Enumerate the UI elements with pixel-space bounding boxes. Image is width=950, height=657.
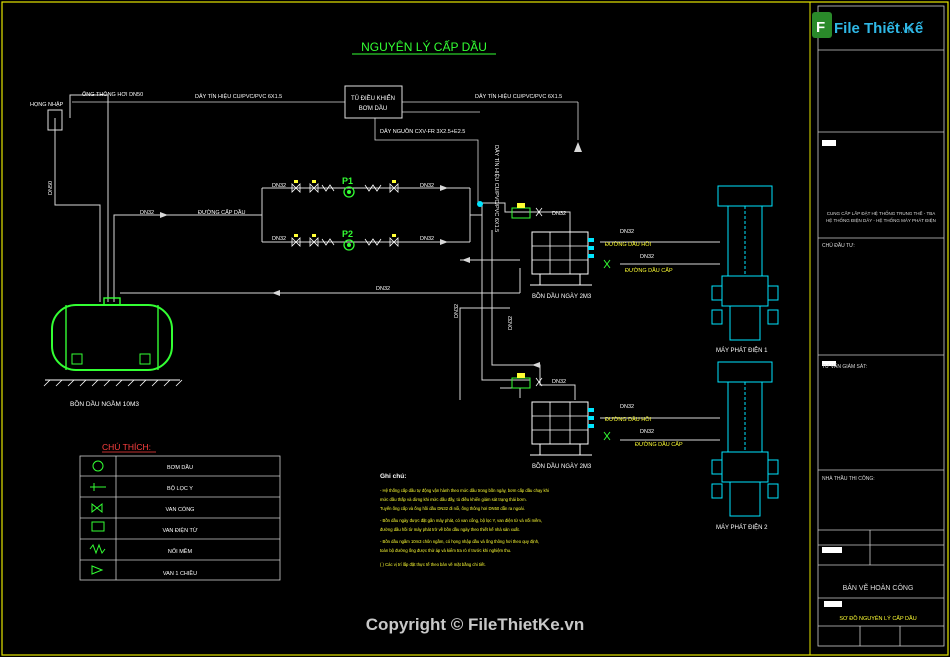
tb-supervisor-label: TƯ VẤN GIÁM SÁT: <box>822 363 867 370</box>
tb-owner-label: CHỦ ĐẦU TƯ: <box>822 242 855 249</box>
label-p1: P1 <box>342 176 353 186</box>
label-dn32-l: DN32 <box>640 429 654 435</box>
note-line-4: - Bồn dầu ngày được đặt gần máy phát, có… <box>380 518 542 523</box>
legend-title: CHÚ THÍCH: <box>102 442 151 452</box>
label-dn32-g: DN32 <box>552 211 566 217</box>
note-line-5: đường dầu hồi từ máy phát trở về bồn dầu… <box>380 527 520 532</box>
legend-item-pump: BƠM DẦU <box>167 464 193 471</box>
pump-p1 <box>343 186 355 198</box>
label-dn32-m: DN32 <box>454 304 460 318</box>
tb-mark-4 <box>824 601 842 607</box>
pump-line-valves <box>291 183 399 247</box>
tb-mark-2 <box>822 361 836 366</box>
generator-2 <box>711 361 779 517</box>
valve-handles <box>294 180 396 237</box>
label-dn32-e: DN32 <box>420 236 434 242</box>
tb-drawing-type: BẢN VẼ HOÀN CÔNG <box>843 583 914 592</box>
label-dn32-b: DN32 <box>272 183 286 189</box>
label-dn32-i: DN32 <box>640 254 654 260</box>
label-dn32-n: DN32 <box>508 316 514 330</box>
legend-table <box>79 455 281 581</box>
label-dn32-d: DN32 <box>272 236 286 242</box>
label-signal-left: DÂY TÍN HIỆU CU/PVC/PVC 6X1.5 <box>195 92 282 100</box>
pump-p2-core <box>347 243 351 247</box>
fill-point <box>47 109 63 131</box>
panel-label-2: BƠM DẦU <box>359 105 387 112</box>
generator-1 <box>711 185 779 341</box>
tb-mark-1 <box>822 140 836 146</box>
label-dn32-a: DN32 <box>140 210 154 216</box>
tb-drawing-name: SƠ ĐỒ NGUYÊN LÝ CẤP DẦU <box>839 614 916 622</box>
legend-item-solenoid-valve: VAN ĐIỆN TỪ <box>162 526 197 534</box>
label-gen-1: MÁY PHÁT ĐIỆN 1 <box>716 346 768 354</box>
legend-item-strainer: BỘ LỌC Y <box>167 485 193 492</box>
signal-cables <box>72 101 579 205</box>
main-tank <box>43 297 183 387</box>
day-tank-2 <box>530 401 611 456</box>
label-day-tank-1: BỒN DẦU NGÀY 2M3 <box>532 293 592 300</box>
filethietke-logo: F File Thiết Kế .vn <box>812 12 924 38</box>
logo-text: File Thiết Kế <box>834 20 924 37</box>
label-dn32-h: DN32 <box>620 229 634 235</box>
label-signal-vertical: DÂY TÍN HIỆU CU/PVC/PVC 6X1.5 <box>493 145 501 232</box>
legend-item-gate-valve: VAN CỔNG <box>166 506 195 513</box>
legend-item-flex-joint: NỐI MỀM <box>168 548 193 555</box>
note-line-1: - Hệ thống cấp dầu tự động vận hành theo… <box>380 488 549 493</box>
note-line-3: Tuyến ống cấp và ống hồi dầu DN32 đi nổi… <box>380 506 525 511</box>
label-dn32-f: DN32 <box>376 286 390 292</box>
tb-company-2: HỆ THỐNG ĐIỆN DÂY - HỆ THỐNG MÁY PHÁT ĐI… <box>826 216 936 223</box>
flow-arrows <box>160 185 540 368</box>
junction-node <box>477 201 483 207</box>
signal-arrow <box>574 142 582 152</box>
diagram-title: NGUYÊN LÝ CẤP DẦU <box>361 39 487 54</box>
label-vent: ỐNG THÔNG HƠI DN50 <box>82 91 143 98</box>
label-day-tank-2: BỒN DẦU NGÀY 2M3 <box>532 463 592 470</box>
note-line-7: toàn bộ đường ống được thử áp và kiểm tr… <box>380 548 511 553</box>
control-panel <box>344 85 403 119</box>
label-power: DÂY NGUỒN CXV-FR 3X2.5+E2.5 <box>380 128 465 135</box>
label-supply-1: ĐƯỜNG DẦU CẤP <box>625 267 673 274</box>
label-dn32-k: DN32 <box>620 404 634 410</box>
label-signal-right: DÂY TÍN HIỆU CU/PVC/PVC 6X1.5 <box>475 92 562 100</box>
label-return-1: ĐƯỜNG DẦU HỒI <box>605 241 652 248</box>
tb-contractor-label: NHÀ THẦU THI CÔNG: <box>822 475 875 482</box>
label-dn50: DN50 <box>48 181 54 195</box>
label-dn32-j: DN32 <box>552 379 566 385</box>
day-tank-feed-valves-1 <box>511 203 543 219</box>
tb-company-1: CUNG CẤP LẮP ĐẶT HỆ THỐNG TRUNG THẾ - TB… <box>827 209 935 216</box>
note-line-6: - Bồn dầu ngầm 10m3 chôn ngầm, có họng n… <box>380 539 539 544</box>
label-fill: HỌNG NHẬP <box>30 101 64 108</box>
pump-p1-core <box>347 190 351 194</box>
label-dn32-c: DN32 <box>420 183 434 189</box>
label-main-tank: BỒN DẦU NGẦM 10M3 <box>70 398 139 408</box>
svg-text:F: F <box>816 19 825 36</box>
note-line-8: ( ) Các vị trí lắp đặt thực tế theo bản … <box>380 562 486 567</box>
legend-item-check-valve: VAN 1 CHIỀU <box>163 570 197 577</box>
note-line-2: mức dầu thấp và dừng khi mức dầu đầy, tủ… <box>380 497 527 502</box>
title-block <box>817 5 945 647</box>
pump-p2 <box>343 239 355 251</box>
label-supply-2: ĐƯỜNG DẦU CẤP <box>635 441 683 448</box>
label-supply: ĐƯỜNG CẤP DẦU <box>198 209 246 216</box>
label-return-2: ĐƯỜNG DẦU HỒI <box>605 416 652 423</box>
panel-label-1: TỦ ĐIỀU KHIỂN <box>351 95 395 102</box>
pipe-network <box>54 94 720 441</box>
day-tank-1 <box>530 231 611 286</box>
copyright-watermark: Copyright © FileThietKe.vn <box>366 615 584 634</box>
day-tank-feed-valves-2 <box>511 373 543 389</box>
logo-suffix: .vn <box>900 25 913 36</box>
notes-body: - Hệ thống cấp dầu tự động vận hành theo… <box>380 488 549 567</box>
tb-mark-3 <box>822 547 842 553</box>
label-p2: P2 <box>342 229 353 239</box>
legend-symbols <box>89 460 106 575</box>
notes-title: Ghi chú: <box>380 473 406 480</box>
label-gen-2: MÁY PHÁT ĐIỆN 2 <box>716 523 768 531</box>
